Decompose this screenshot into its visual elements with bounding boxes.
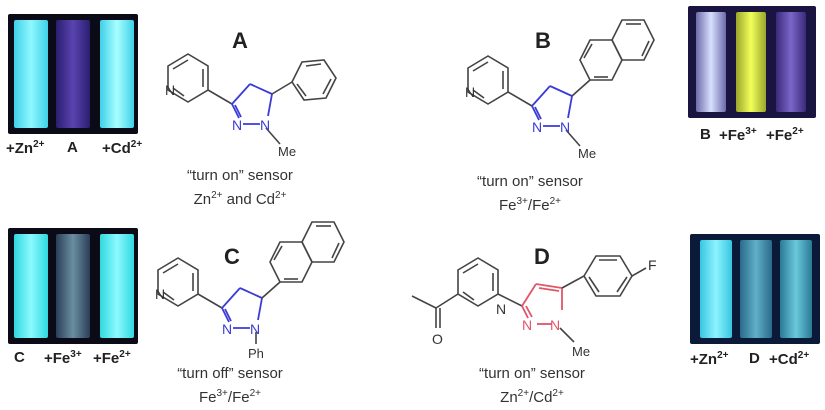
vial-label: A [67,139,78,156]
vial-fe2 [776,12,806,112]
atom-n: N [165,82,175,98]
vial-label: +Zn2+ [690,350,729,368]
vial-photo-b [688,6,816,118]
analytes: Fe3+/Fe2+ [498,196,561,214]
atom-n: N [550,317,560,333]
atom-o: O [432,331,443,347]
vial-label: +Fe2+ [93,349,131,367]
atom-n: N [155,286,165,302]
vial-label: +Cd2+ [102,139,143,157]
caption-a: “turn on” sensor Zn2+ and Cd2+ [160,166,320,210]
structure-b: N N N Me [465,19,655,161]
atom-n: N [522,317,532,333]
panel-letter-b: B [535,28,551,53]
sensor-type: “turn on” sensor [479,365,585,382]
atom-me: Me [278,144,296,159]
caption-b: “turn on” sensor Fe3+/Fe2+ [450,172,610,216]
vial-cd [100,20,134,128]
vial-photo-c [8,228,138,344]
vial-label: +Fe3+ [719,126,757,144]
atom-n: N [250,321,260,337]
panel-letter-d: D [534,244,550,269]
atom-f: F [648,257,657,273]
atom-n: N [560,119,570,135]
vial-d [740,240,772,338]
atom-n: N [496,301,506,317]
vial-photo-a [8,14,138,134]
panel-letter-a: A [232,28,248,53]
analytes: Fe3+/Fe2+ [198,388,261,406]
vial-zn [14,20,48,128]
atom-n: N [222,321,232,337]
vial-label: D [749,350,760,367]
atom-n: N [465,84,475,100]
vial-photo-d [690,234,820,344]
vial-fe3 [56,234,90,338]
structure-a: N N N Me [165,53,337,159]
caption-d: “turn on” sensor Zn2+/Cd2+ [452,364,612,408]
vial-b [696,12,726,112]
vial-label: +Zn2+ [6,139,45,157]
structure-c: N N N Ph [155,221,345,361]
sensor-type: “turn off” sensor [177,365,283,382]
analytes: Zn2+/Cd2+ [500,388,564,406]
vial-zn [700,240,732,338]
structure-d: N N N Me F O [411,255,657,359]
analytes: Zn2+ and Cd2+ [193,190,287,208]
caption-c: “turn off” sensor Fe3+/Fe2+ [150,364,310,408]
vial-cd [780,240,812,338]
atom-me: Me [572,344,590,359]
vial-fe3 [736,12,766,112]
sensor-type: “turn on” sensor [477,173,583,190]
vial-label: C [14,349,25,366]
sensor-type: “turn on” sensor [187,167,293,184]
vial-a [56,20,90,128]
vial-label: +Fe3+ [44,349,82,367]
vial-label: B [700,126,711,143]
atom-me: Me [578,146,596,161]
atom-n: N [260,117,270,133]
vial-c [14,234,48,338]
vial-label: +Cd2+ [769,350,810,368]
vial-label: +Fe2+ [766,126,804,144]
vial-fe2 [100,234,134,338]
atom-n: N [532,119,542,135]
panel-letter-c: C [224,244,240,269]
atom-n: N [232,117,242,133]
atom-ph: Ph [248,346,264,361]
